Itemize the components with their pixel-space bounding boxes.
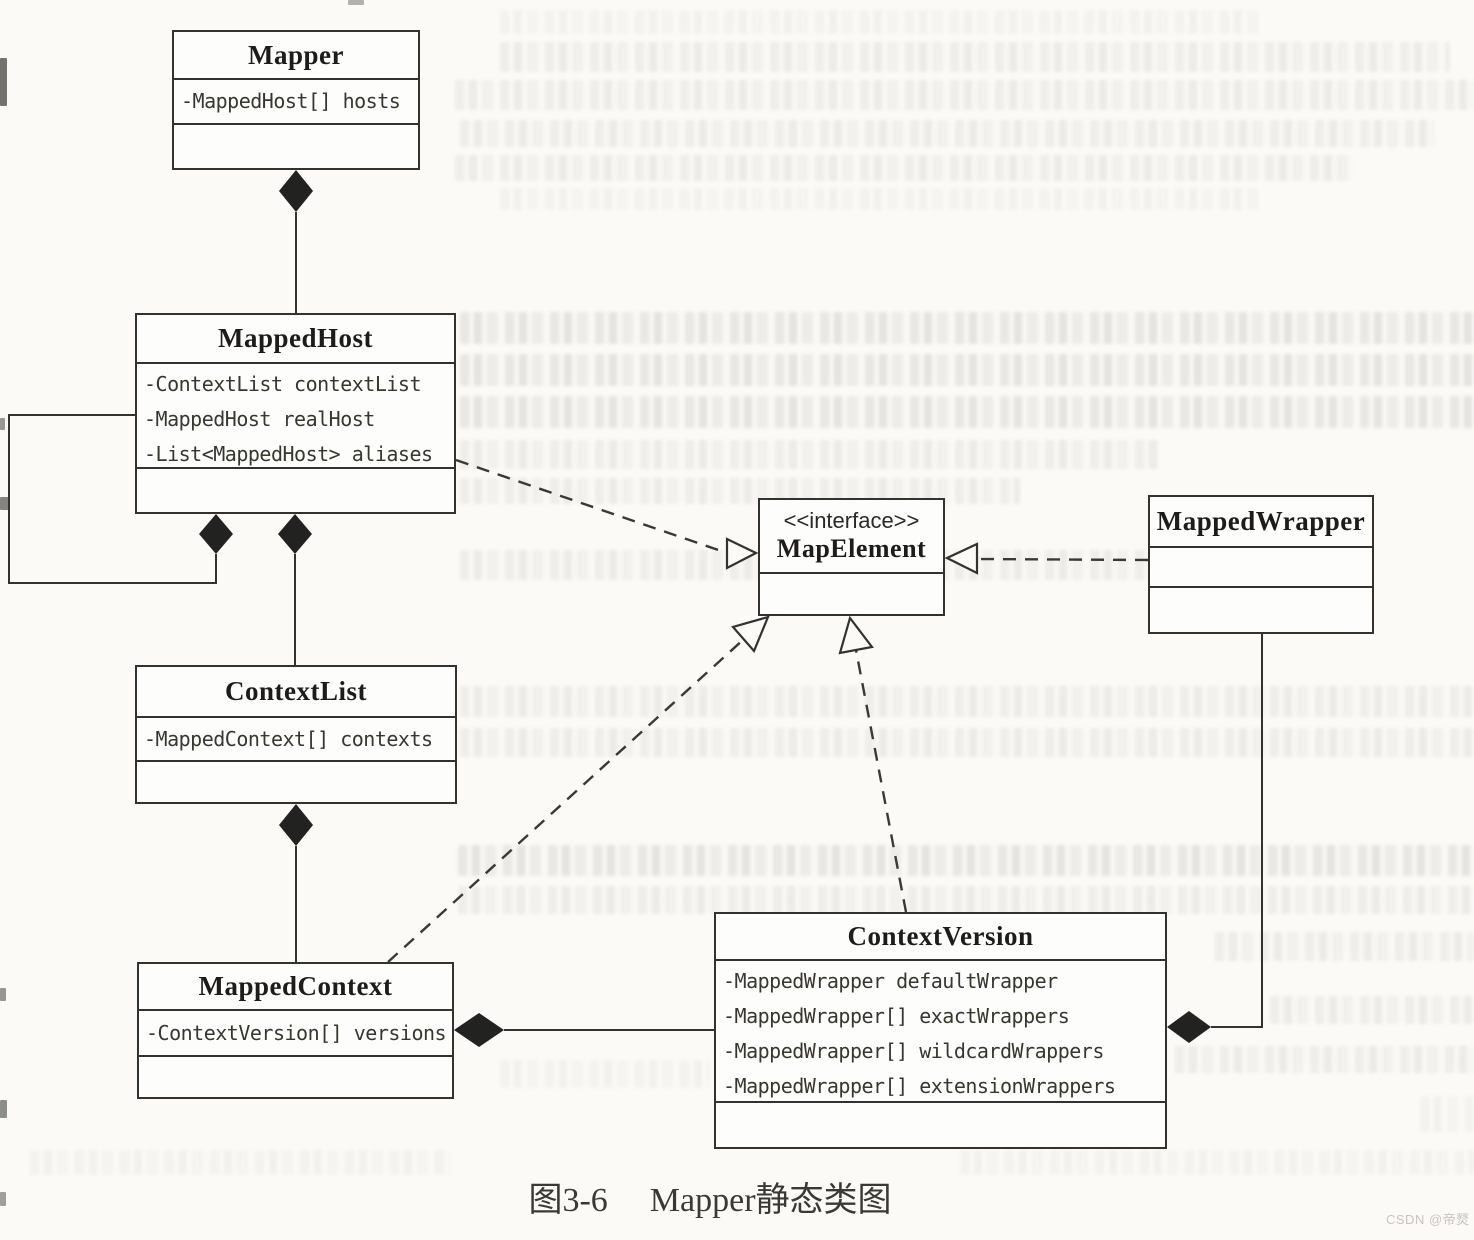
empty-compartment xyxy=(760,574,943,614)
empty-compartment xyxy=(1150,548,1372,588)
class-title: ContextVersion xyxy=(716,914,1165,961)
realization-arrowhead-bottom xyxy=(838,615,874,655)
class-attribute: -MappedWrapper[] wildcardWrappers xyxy=(723,1039,1104,1063)
scan-artifact xyxy=(0,58,7,106)
class-title: Mapper xyxy=(174,32,418,80)
figure-caption: 图3-6 Mapper静态类图 xyxy=(340,1172,1080,1221)
class-attribute: -ContextVersion[] versions xyxy=(146,1021,447,1045)
empty-compartment xyxy=(1150,588,1372,632)
empty-compartment xyxy=(139,1057,452,1097)
realization-mappedcontext-mapelement xyxy=(387,638,745,963)
realization-contextversion-mapelement xyxy=(854,649,908,913)
scan-artifact xyxy=(0,1100,7,1118)
class-title: MappedContext xyxy=(139,964,452,1011)
class-box-mappedwrapper: MappedWrapper xyxy=(1148,495,1374,634)
class-box-contextversion: ContextVersion -MappedWrapper defaultWra… xyxy=(714,912,1167,1149)
empty-compartment xyxy=(174,125,418,168)
class-attribute: -List<MappedHost> aliases xyxy=(144,442,433,466)
composition-diamond-mappedhost-self xyxy=(199,514,233,554)
composition-diamond-mapper xyxy=(279,170,313,212)
realization-arrowhead-right xyxy=(944,542,979,575)
figure-caption-title: Mapper静态类图 xyxy=(649,1182,892,1219)
empty-compartment xyxy=(137,762,455,802)
empty-compartment xyxy=(716,1103,1165,1147)
realization-mappedwrapper-mapelement xyxy=(976,557,1149,562)
class-title: MappedWrapper xyxy=(1150,497,1372,548)
scan-artifact xyxy=(0,1192,6,1206)
scan-artifact xyxy=(0,418,5,430)
scan-artifact xyxy=(348,0,364,5)
realization-arrowhead-left xyxy=(725,537,759,570)
class-attribute: -MappedWrapper[] extensionWrappers xyxy=(723,1074,1116,1098)
class-box-mappedcontext: MappedContext -ContextVersion[] versions xyxy=(137,962,454,1099)
csdn-watermark: CSDN @帝燹 xyxy=(1386,1212,1470,1227)
class-title: MapElement xyxy=(776,534,927,563)
empty-compartment xyxy=(137,469,454,512)
edge-contextversion-mappedwrapper xyxy=(1211,634,1263,1028)
composition-diamond-contextversion xyxy=(1167,1011,1211,1043)
class-title: MappedHost xyxy=(137,315,454,364)
scan-artifact xyxy=(0,497,9,510)
class-attribute: -MappedContext[] contexts xyxy=(144,727,433,751)
interface-box-mapelement: <<interface>> MapElement xyxy=(758,498,945,616)
class-attribute: -MappedWrapper[] exactWrappers xyxy=(723,1004,1070,1028)
class-title: ContextList xyxy=(137,667,455,718)
class-attribute: -ContextList contextList xyxy=(144,372,421,396)
realization-mappedhost-mapelement xyxy=(455,458,728,555)
class-box-contextlist: ContextList -MappedContext[] contexts xyxy=(135,665,457,804)
interface-stereotype: <<interface>> xyxy=(783,508,920,533)
class-attribute: -MappedHost realHost xyxy=(144,407,375,431)
composition-diamond-mappedhost xyxy=(278,514,312,554)
class-box-mappedhost: MappedHost -ContextList contextList -Map… xyxy=(135,313,456,514)
edge-mappedhost-self xyxy=(8,414,217,584)
scan-artifact xyxy=(0,988,6,1001)
class-attribute: -MappedHost[] hosts xyxy=(181,89,401,113)
class-attribute: -MappedWrapper defaultWrapper xyxy=(723,969,1058,993)
realization-arrowhead-bottomleft xyxy=(731,615,770,654)
composition-diamond-mappedcontext xyxy=(454,1013,504,1047)
class-box-mapper: Mapper -MappedHost[] hosts xyxy=(172,30,420,170)
composition-diamond-contextlist xyxy=(279,804,313,846)
figure-caption-number: 图3-6 xyxy=(528,1182,608,1219)
